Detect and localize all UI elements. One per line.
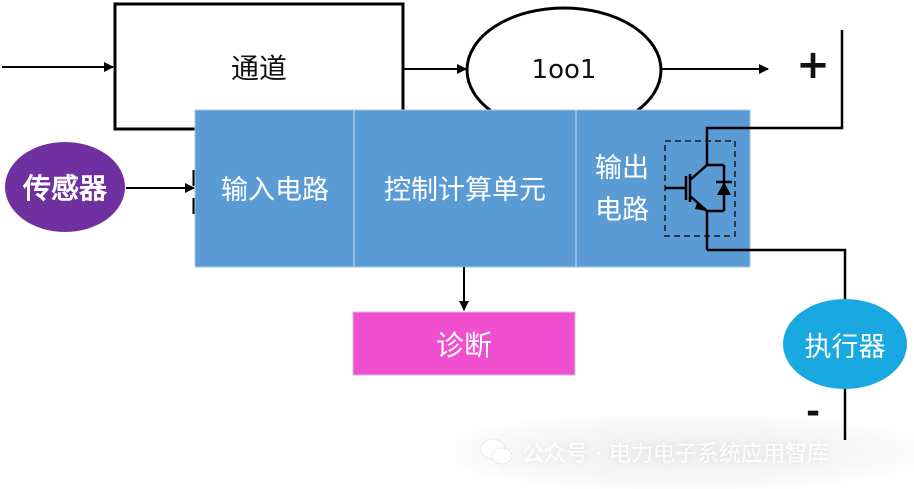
output-circuit-label-line2: 电路 <box>595 194 649 226</box>
actuator-ellipse <box>783 299 907 389</box>
watermark-background <box>455 415 914 489</box>
plus-rail-wire <box>705 30 844 165</box>
wechat-icon <box>480 438 513 465</box>
safety-block <box>194 109 751 268</box>
sensor-label: 传感器 <box>22 172 107 205</box>
sensor-ellipse <box>5 142 125 232</box>
diagnosis-label: 诊断 <box>435 329 492 362</box>
control-unit-label: 控制计算单元 <box>384 174 546 206</box>
channel-box-label: 通道 <box>230 52 287 85</box>
voter-label: 1oo1 <box>531 55 597 85</box>
plus-terminal-label: + <box>796 42 830 88</box>
input-circuit-label: 输入电路 <box>221 174 329 206</box>
output-circuit-label-line1: 输出 <box>595 152 649 184</box>
actuator-label: 执行器 <box>804 331 886 363</box>
actuator-wire-top <box>707 248 847 300</box>
igbt-emitter-arrow <box>695 203 707 211</box>
watermark: 公众号 · 电力电子系统应用智库 <box>480 432 900 472</box>
minus-terminal-label: - <box>805 392 821 432</box>
watermark-text: 公众号 · 电力电子系统应用智库 <box>522 442 829 467</box>
diagnosis-box <box>352 311 576 376</box>
freewheel-diode-icon <box>717 182 731 195</box>
